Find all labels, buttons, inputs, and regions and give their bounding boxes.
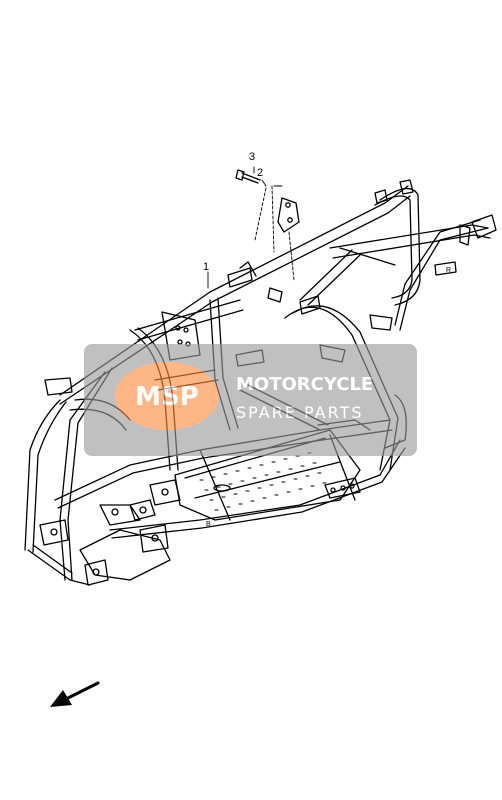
watermark-line-2: SPARE PARTS	[236, 403, 364, 422]
callout-3-label: 3	[249, 151, 256, 163]
part-2-bracket	[277, 197, 300, 233]
arrow-down-left-icon	[50, 681, 100, 707]
watermark: MSP MOTORCYCLE SPARE PARTS	[84, 344, 417, 456]
callout-2-label: 2	[257, 167, 264, 179]
tag-r: R	[446, 267, 451, 274]
tag-b: B	[206, 521, 211, 528]
part-3-bolt	[235, 169, 261, 184]
callout-leaders-solid	[207, 166, 283, 289]
front-suspension-brackets	[39, 479, 181, 586]
watermark-badge-text: MSP	[135, 382, 199, 412]
watermark-line-1: MOTORCYCLE	[236, 374, 373, 395]
watermark-badge	[115, 362, 219, 430]
upper-rail-tabs	[227, 189, 471, 315]
callout-1-label: 1	[203, 261, 210, 273]
leader-lines	[254, 185, 295, 281]
